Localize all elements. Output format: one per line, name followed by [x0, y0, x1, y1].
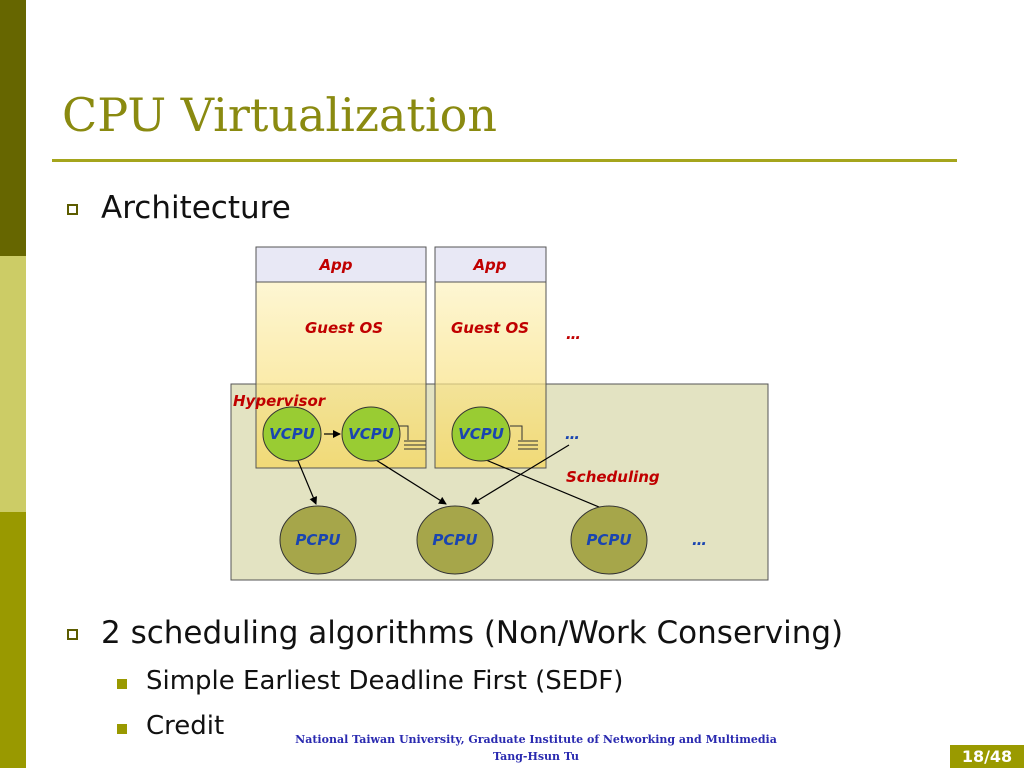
queue-icon-2: [510, 425, 538, 450]
queue-icon-1: [396, 425, 426, 450]
bullet-square-icon: [67, 629, 78, 640]
sub-bullet-sedf: Simple Earliest Deadline First (SEDF): [146, 666, 624, 696]
hypervisor-label: Hypervisor: [233, 392, 327, 410]
guest-os-label-2: Guest OS: [451, 319, 529, 337]
arrow-vcpu1-pcpu1: [295, 455, 317, 505]
architecture-diagram-svg: App App Guest OS Guest OS … Hypervisor S…: [230, 246, 769, 581]
bullet-square-icon: [67, 204, 78, 215]
arrow-vcpu3-pcpu3: [485, 459, 612, 514]
pcpu-label-3: PCPU: [586, 531, 631, 549]
footer-author: Tang-Hsun Tu: [492, 750, 580, 763]
arrow-vcpu2-pcpu2: [375, 459, 447, 505]
app-label-2: App: [472, 256, 506, 274]
scheduling-label: Scheduling: [566, 468, 660, 486]
pcpu-label-2: PCPU: [432, 531, 477, 549]
vcpu-label-3: VCPU: [458, 425, 504, 443]
arrow-scheduling-pcpu2: [471, 444, 570, 505]
slide-title: CPU Virtualization: [62, 88, 497, 142]
pcpu-circle-2: [416, 505, 494, 575]
pcpu-label-1: PCPU: [295, 531, 340, 549]
guest-os-label-1: Guest OS: [305, 319, 383, 337]
page-number: 18/48: [950, 745, 1024, 768]
app-box-2: [434, 246, 547, 283]
bullet-architecture: Architecture: [101, 190, 291, 226]
bullet-scheduling-algorithms: 2 scheduling algorithms (Non/Work Conser…: [101, 615, 844, 651]
sidebar-block-middle: [0, 256, 26, 512]
vcpu-circle-1: [262, 406, 322, 462]
pcpu-circle-3: [570, 505, 648, 575]
pcpu-circle-1: [279, 505, 357, 575]
vcpu-label-1: VCPU: [269, 425, 315, 443]
ellipsis-vm: …: [566, 325, 581, 343]
sidebar-decoration: [0, 0, 26, 768]
app-box-1: [255, 246, 427, 283]
vcpu-label-2: VCPU: [348, 425, 394, 443]
app-label-1: App: [318, 256, 352, 274]
ellipsis-pcpu: …: [692, 531, 707, 549]
sidebar-block-bottom: [0, 512, 26, 768]
sidebar-block-top: [0, 0, 26, 256]
vcpu-circle-3: [451, 406, 511, 462]
vcpu-circle-2: [341, 406, 401, 462]
sub-bullet-square-icon: [117, 724, 127, 734]
ellipsis-vcpu: …: [565, 425, 580, 443]
architecture-diagram: App App Guest OS Guest OS … Hypervisor S…: [226, 240, 786, 590]
footer-institution: National Taiwan University, Graduate Ins…: [295, 733, 777, 746]
title-underline: [52, 159, 957, 162]
sub-bullet-credit: Credit: [146, 711, 225, 741]
sub-bullet-square-icon: [117, 679, 127, 689]
